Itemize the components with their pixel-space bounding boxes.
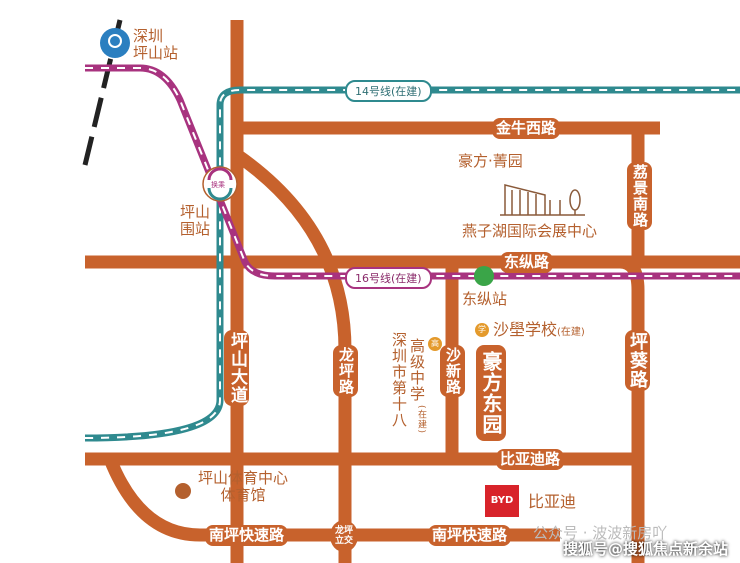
- road-label-nanping-1: 南坪快速路: [205, 525, 289, 546]
- road-nanping: [103, 456, 560, 542]
- road-label-jinniu: 金牛西路: [492, 118, 561, 139]
- road-label-longping: 龙坪路: [333, 345, 358, 397]
- poi-haofang-jingyuan: 豪方·菁园: [458, 152, 523, 170]
- road-label-pingkui: 坪葵路: [625, 330, 650, 391]
- dongzong-station-label: 东纵站: [462, 290, 508, 308]
- road-label-lijing: 荔景南路: [627, 162, 652, 230]
- expo-building-icon: [500, 184, 585, 216]
- metro-icon: [474, 266, 494, 286]
- line-14-label: 14号线(在建): [345, 80, 432, 102]
- highschool-icon: 高: [428, 337, 442, 351]
- road-label-pingshan: 坪山大道: [224, 330, 249, 406]
- interchange-label: 龙坪立交: [330, 520, 358, 552]
- poi-highschool: 高级中学: [408, 338, 426, 402]
- byd-logo: BYD: [485, 485, 519, 517]
- road-longping: [233, 149, 352, 563]
- poi-byd: 比亚迪: [528, 492, 577, 511]
- poi-expo-center: 燕子湖国际会展中心: [462, 222, 598, 240]
- road-label-biyadi: 比亚迪路: [496, 449, 565, 470]
- project-label: 豪方东园: [476, 345, 506, 441]
- road-label-nanping-2: 南坪快速路: [428, 525, 512, 546]
- poi-highschool-note: (在建): [416, 405, 426, 435]
- watermark-1: 公众号 · 波波新房吖: [533, 524, 668, 542]
- road-label-dongzong: 东纵路: [500, 252, 554, 273]
- line-16-label: 16号线(在建): [345, 267, 432, 289]
- road-pingkui: [619, 255, 645, 563]
- poi-sports-center: 坪山体育中心体育馆: [198, 469, 289, 504]
- transfer-station-label: 坪山围站: [180, 203, 211, 238]
- rail-station-icon: [100, 28, 130, 58]
- school-icon: 学: [475, 323, 489, 337]
- poi-highschool-2: 深圳市第十八: [390, 332, 408, 428]
- transfer-badge: 换乘: [211, 181, 225, 189]
- watermark-2: 搜狐号@搜狐焦点新余站: [563, 540, 729, 558]
- sports-icon: [175, 483, 191, 499]
- poi-school: 沙壆学校(在建): [493, 320, 585, 339]
- line-14-dash: [84, 89, 740, 439]
- rail-station-label: 深圳坪山站: [133, 27, 179, 62]
- road-label-shaxin: 沙新路: [440, 345, 465, 397]
